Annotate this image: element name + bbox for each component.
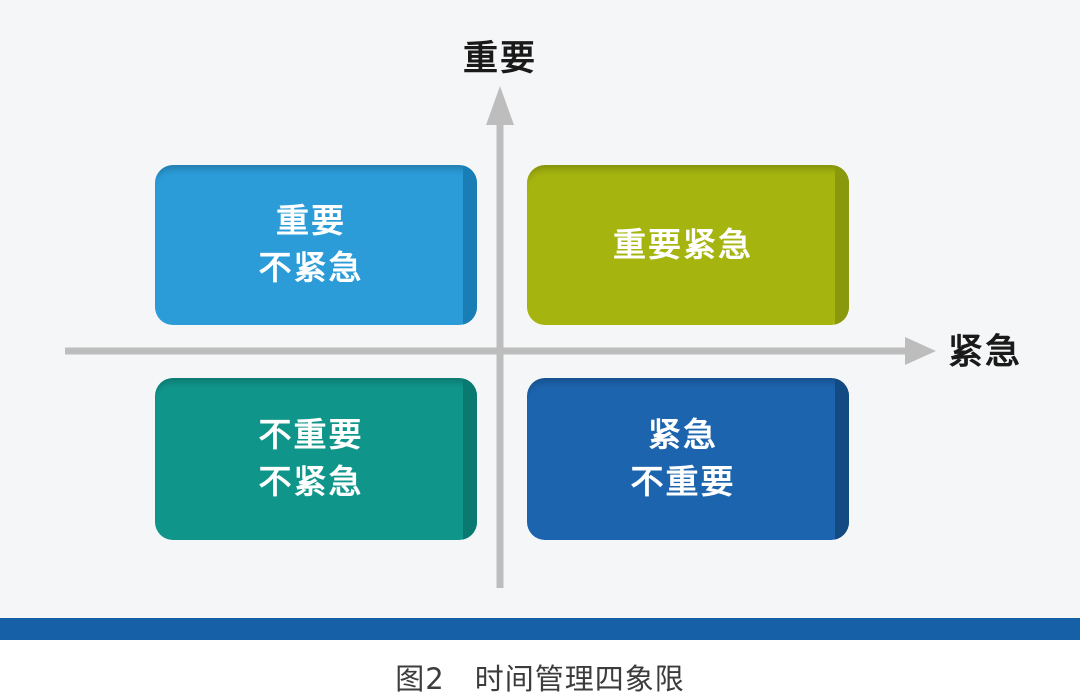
quadrant-not-important-not-urgent: 不重要 不紧急 — [155, 378, 477, 540]
quadrant-label-line: 不紧急 — [258, 462, 364, 501]
quadrant-label: 紧急 不重要 — [631, 412, 746, 506]
quadrant-important-urgent: 重要紧急 — [527, 165, 849, 325]
quadrant-label-line: 紧急 — [648, 415, 718, 455]
quadrant-label-line: 重要紧急 — [613, 224, 753, 264]
quadrant-label: 重要紧急 — [613, 222, 763, 269]
quadrant-important-not-urgent: 重要 不紧急 — [155, 165, 477, 325]
divider-bar — [0, 618, 1080, 640]
quadrant-label-line: 不重要 — [630, 462, 736, 501]
x-axis-label: 紧急 — [948, 332, 1023, 373]
quadrant-3d-edge — [835, 165, 849, 325]
quadrant-label: 不重要 不紧急 — [259, 412, 374, 506]
axes-canvas — [65, 86, 936, 588]
quadrant-3d-edge — [463, 378, 477, 540]
caption-area: 图2 时间管理四象限 — [0, 640, 1080, 699]
quadrant-3d-edge — [463, 165, 477, 325]
quadrant-diagram: 重要 紧急 重要 不紧急 重要紧急 不重要 不紧急 — [65, 39, 1023, 588]
figure-caption: 图2 时间管理四象限 — [395, 662, 685, 696]
x-axis-arrowhead-icon — [905, 337, 936, 365]
y-axis-arrowhead-icon — [486, 86, 514, 125]
quadrant-label-line: 重要 — [276, 201, 346, 241]
quadrant-3d-edge — [835, 378, 849, 540]
quadrant-label-line: 不重要 — [258, 415, 364, 455]
y-axis-label: 重要 — [462, 39, 538, 79]
quadrant-label: 重要 不紧急 — [259, 198, 374, 292]
quadrant-label-line: 不紧急 — [258, 248, 364, 287]
quadrant-urgent-not-important: 紧急 不重要 — [527, 378, 849, 540]
